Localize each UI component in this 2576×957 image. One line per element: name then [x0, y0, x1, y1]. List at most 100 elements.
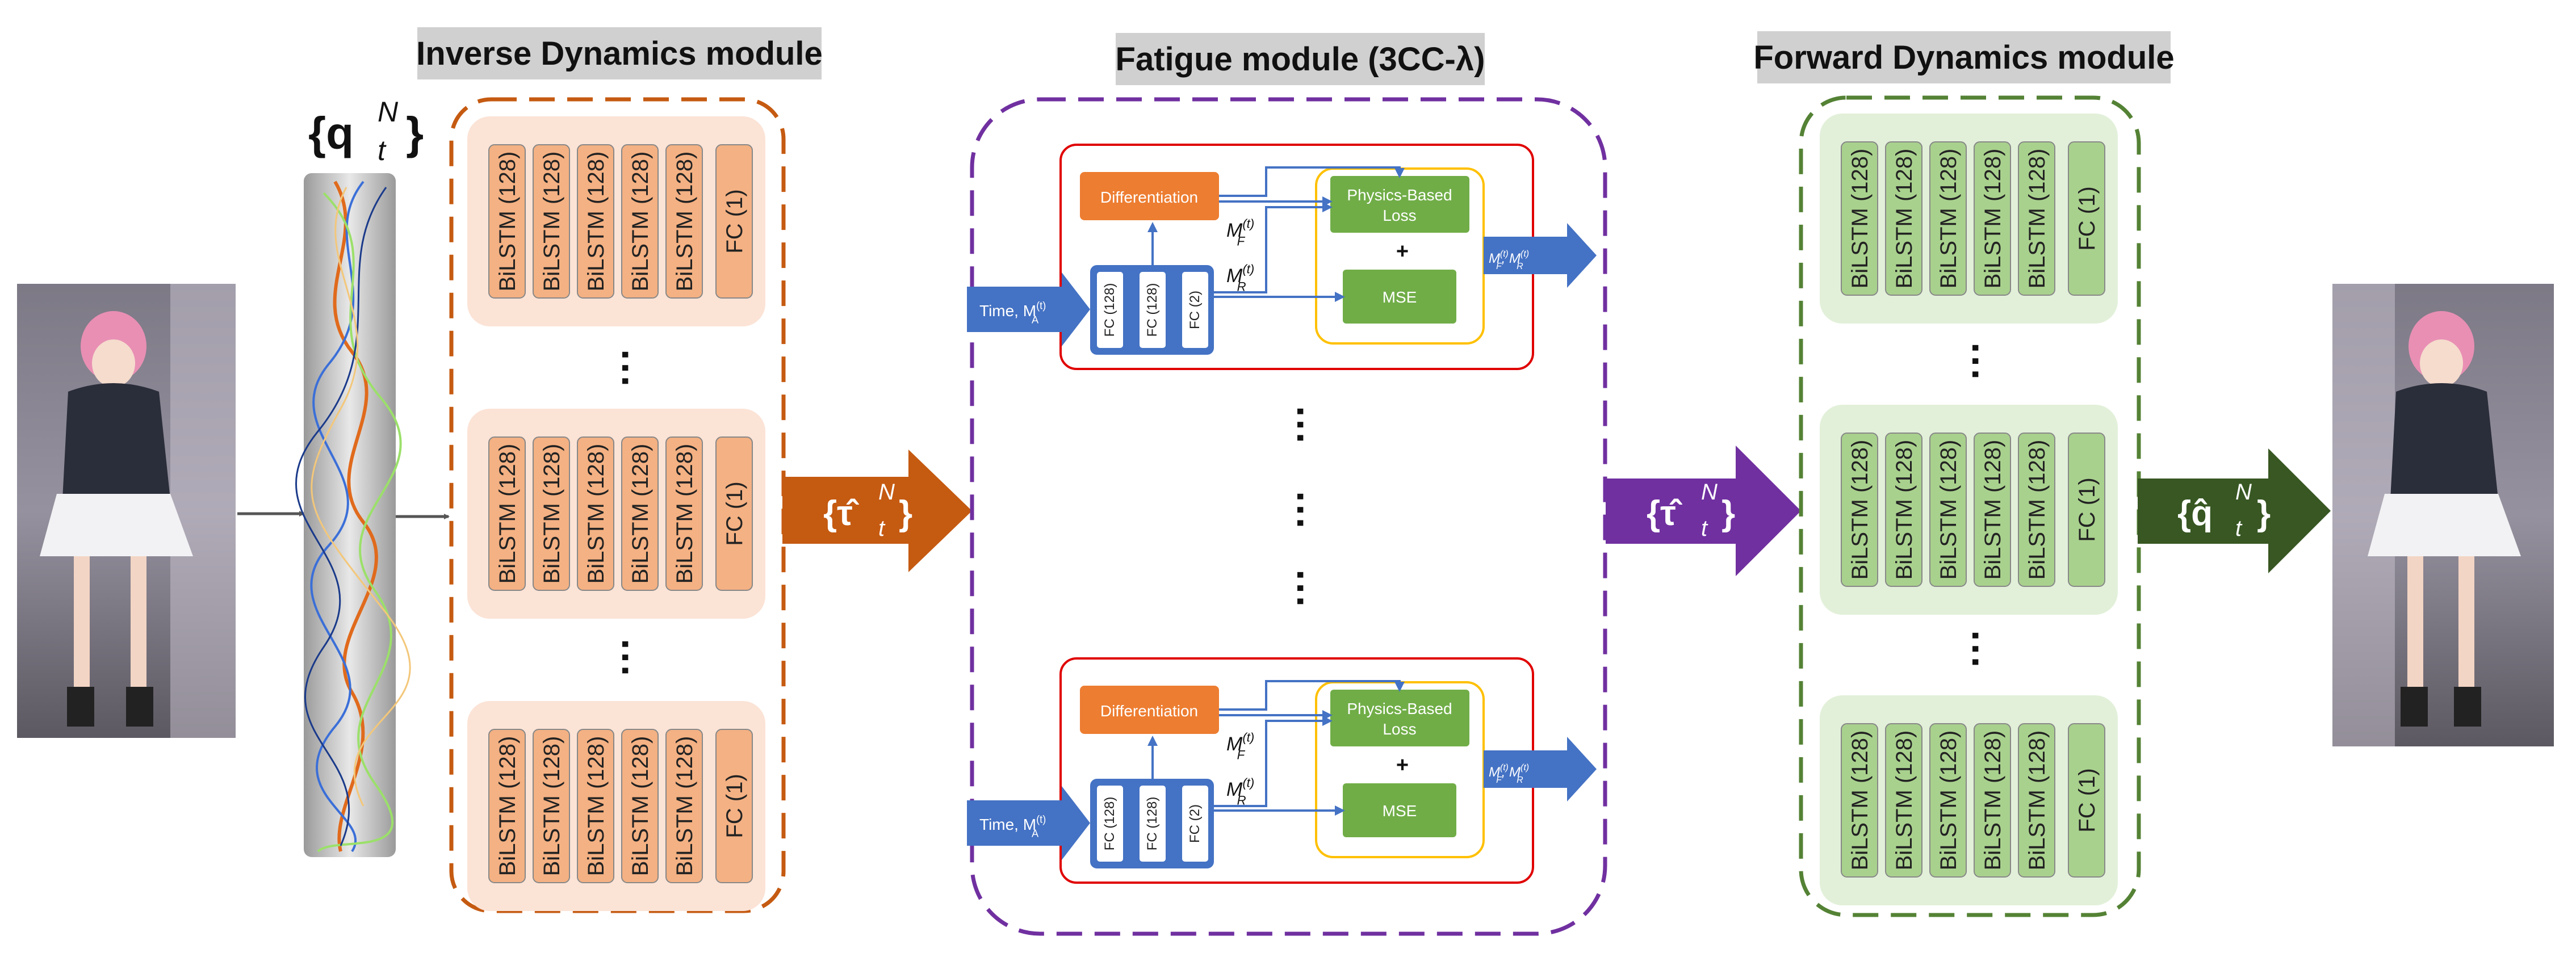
forward-bilstm-layer: BiLSTM (128) — [1929, 433, 1967, 587]
svg-text:{q: {q — [308, 108, 354, 158]
fatigue-input-arrow: Time, M(t)A — [967, 786, 1090, 860]
forward-bilstm-layer: BiLSTM (128) — [2018, 433, 2055, 587]
bilstm-label: BiLSTM (128) — [495, 736, 520, 876]
fc-label: FC (128) — [1102, 797, 1117, 851]
bilstm-label: BiLSTM (128) — [1892, 440, 1917, 580]
fc-label: FC (2) — [1187, 804, 1203, 843]
svg-text:M(t)F: M(t)F — [1226, 217, 1254, 249]
fc-stack: FC (128) FC (128) FC (2) — [1090, 265, 1214, 355]
fatigue-ellipsis-2: ··· — [1279, 491, 1323, 531]
fatigue-input-arrow: Time, M(t)A — [967, 272, 1090, 346]
svg-text:Time, M(t)A: Time, M(t)A — [979, 300, 1046, 325]
bilstm-label: BiLSTM (128) — [539, 736, 564, 876]
bilstm-label: BiLSTM (128) — [584, 444, 609, 584]
bilstm-label: BiLSTM (128) — [2025, 149, 2050, 289]
forward-module-header: Forward Dynamics module — [1753, 31, 2175, 83]
svg-text:}: } — [899, 494, 912, 533]
inverse-bilstm-layer: BiLSTM (128) — [577, 436, 614, 591]
fatigue-module-header: Fatigue module (3CC-λ) — [1116, 33, 1485, 85]
bilstm-label: BiLSTM (128) — [1980, 731, 2005, 871]
bilstm-label: BiLSTM (128) — [1892, 731, 1917, 871]
fc-label: FC (1) — [2075, 477, 2100, 542]
bilstm-label: BiLSTM (128) — [1848, 149, 1873, 289]
forward-ellipsis-1: ··· — [1954, 342, 1998, 382]
svg-text:Time, M(t)A: Time, M(t)A — [979, 813, 1046, 839]
svg-text:t: t — [1701, 516, 1708, 541]
differentiation-box: Differentiation — [1080, 686, 1219, 734]
svg-text:Physics-Based: Physics-Based — [1347, 186, 1452, 204]
mse-box: MSE — [1343, 270, 1456, 324]
fc-label: FC (1) — [2075, 768, 2100, 832]
inverse-bilstm-layer: BiLSTM (128) — [533, 144, 570, 299]
fatigue-output-arrow: M(t)F, M(t)R — [1484, 737, 1597, 801]
inverse-fc-layer: FC (1) — [715, 436, 753, 591]
svg-text:}: } — [2257, 494, 2271, 533]
svg-text:M(t)R: M(t)R — [1226, 776, 1254, 808]
inverse-fc-layer: FC (1) — [715, 144, 753, 299]
fatigue-output-arrow: M(t)F, M(t)R — [1484, 223, 1597, 288]
svg-text:M(t)F: M(t)F — [1226, 731, 1254, 762]
fc-label: FC (128) — [1145, 797, 1160, 851]
svg-text:Forward Dynamics module: Forward Dynamics module — [1753, 39, 2174, 76]
svg-text:N: N — [878, 480, 895, 505]
forward-module-border — [1799, 95, 2141, 917]
bilstm-label: BiLSTM (128) — [1936, 440, 1961, 580]
fc-label: FC (2) — [1187, 291, 1203, 329]
inverse-bilstm-layer: BiLSTM (128) — [577, 729, 614, 883]
bilstm-label: BiLSTM (128) — [2025, 731, 2050, 871]
inverse-bilstm-layer: BiLSTM (128) — [533, 436, 570, 591]
fc-label: FC (128) — [1145, 283, 1160, 337]
svg-text:Differentiation: Differentiation — [1100, 188, 1198, 206]
svg-text:M(t)F, M(t)R: M(t)F, M(t)R — [1489, 249, 1529, 271]
mse-box: MSE — [1343, 783, 1456, 837]
plus-sign: + — [1396, 753, 1409, 777]
bilstm-label: BiLSTM (128) — [584, 152, 609, 292]
inverse-ellipsis-1: ··· — [604, 349, 648, 389]
bilstm-label: BiLSTM (128) — [495, 152, 520, 292]
svg-text:M(t)R: M(t)R — [1226, 262, 1254, 294]
forward-bilstm-layer: BiLSTM (128) — [1974, 141, 2011, 296]
bilstm-label: BiLSTM (128) — [1936, 731, 1961, 871]
bilstm-label: BiLSTM (128) — [2025, 440, 2050, 580]
svg-text:t: t — [878, 516, 886, 541]
forward-ellipsis-2: ··· — [1954, 630, 1998, 670]
inverse-bilstm-layer: BiLSTM (128) — [621, 144, 659, 299]
inverse-layer-group: BiLSTM (128) BiLSTM (128) BiLSTM (128) BiLS… — [467, 409, 765, 619]
svg-text:N: N — [1701, 480, 1718, 505]
forward-fc-layer: FC (1) — [2068, 433, 2105, 587]
q-input-label: {q N t } — [308, 96, 424, 166]
bilstm-label: BiLSTM (128) — [1848, 731, 1873, 871]
svg-text:Inverse Dynamics module: Inverse Dynamics module — [416, 35, 823, 72]
fc-label: FC (128) — [1102, 283, 1117, 337]
inverse-bilstm-layer: BiLSTM (128) — [621, 436, 659, 591]
svg-text:Loss: Loss — [1383, 720, 1416, 738]
fatigue-module-border — [970, 97, 1607, 936]
forward-bilstm-layer: BiLSTM (128) — [1841, 141, 1878, 296]
forward-bilstm-layer: BiLSTM (128) — [1841, 723, 1878, 878]
forward-fc-layer: FC (1) — [2068, 723, 2105, 878]
fc-label: FC (1) — [722, 774, 747, 838]
svg-text:MSE: MSE — [1383, 288, 1417, 306]
inverse-ellipsis-2: ··· — [604, 639, 648, 678]
motion-sequence-panel — [295, 173, 411, 857]
svg-text:Loss: Loss — [1383, 207, 1416, 224]
bilstm-label: BiLSTM (128) — [1980, 440, 2005, 580]
bilstm-label: BiLSTM (128) — [672, 152, 697, 292]
bilstm-label: BiLSTM (128) — [672, 736, 697, 876]
differentiation-box: Differentiation — [1080, 172, 1219, 220]
fatigue-ellipsis-3: ··· — [1279, 569, 1323, 609]
svg-text:N: N — [378, 96, 399, 128]
svg-text:}: } — [406, 108, 424, 158]
input-character-image — [17, 284, 236, 738]
svg-text:t: t — [2235, 516, 2243, 541]
output-character-image — [2332, 284, 2554, 746]
svg-text:MSE: MSE — [1383, 802, 1417, 820]
bilstm-label: BiLSTM (128) — [539, 444, 564, 584]
inverse-bilstm-layer: BiLSTM (128) — [488, 436, 526, 591]
q-hat-arrow: {q̂ N t } — [2138, 448, 2331, 573]
forward-bilstm-layer: BiLSTM (128) — [1929, 723, 1967, 878]
inverse-bilstm-layer: BiLSTM (128) — [533, 729, 570, 883]
inverse-fc-layer: FC (1) — [715, 729, 753, 883]
